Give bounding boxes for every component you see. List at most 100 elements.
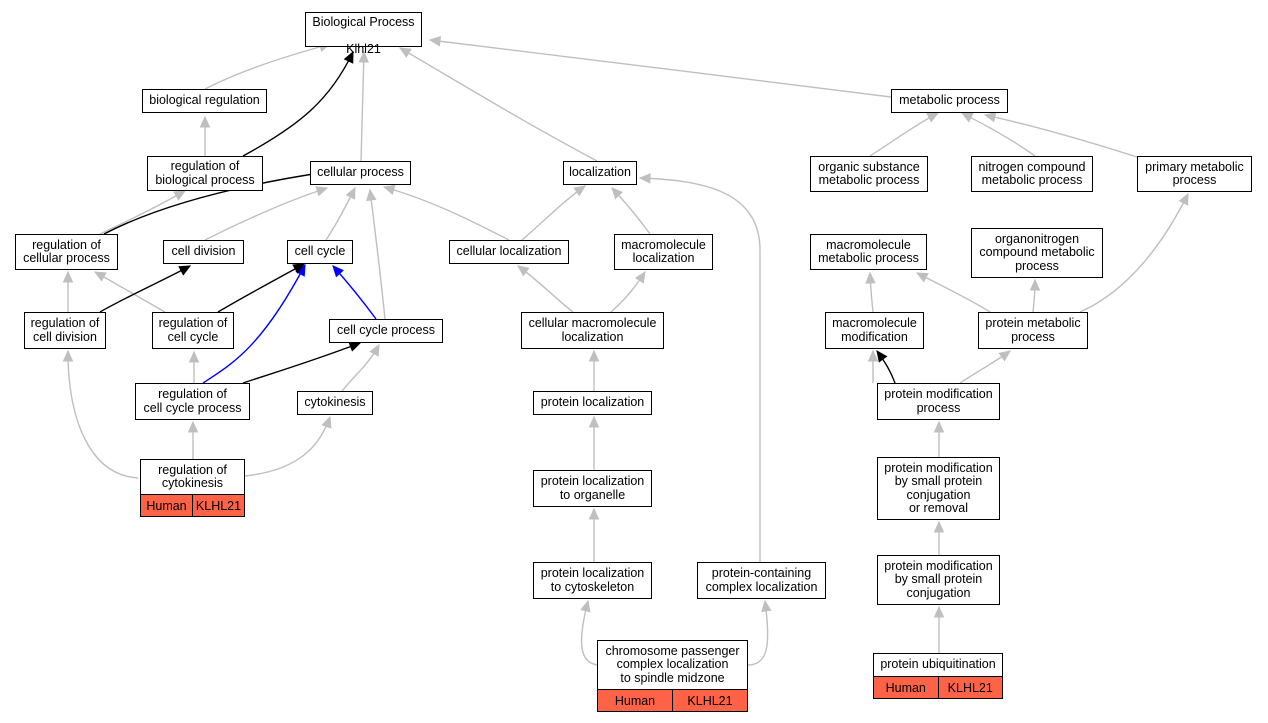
node-protein-localization[interactable]: protein localization	[533, 391, 652, 415]
annotation-chromosome-passenger-complex-localization: Human KLHL21	[597, 690, 748, 712]
node-root-biological-process[interactable]: Biological Process Klhl21	[305, 12, 422, 56]
arrowhead-cell_cycle	[292, 263, 306, 274]
arrowhead-protein_localization_to_cytoskeleton	[933, 605, 945, 618]
edge-cell_cycle_process-to-cellular_process	[369, 189, 386, 320]
node-macromolecule-localization[interactable]: macromolecule localization	[614, 234, 713, 270]
arrowhead-cytokinesis	[876, 350, 888, 363]
edge-nitrogen_compound_metabolic_process-to-metabolic_process	[961, 112, 1036, 157]
arrowhead-nitrogen_compound_metabolic_process	[1029, 278, 1041, 291]
edge-metabolic_process-to-root	[429, 39, 892, 98]
arrowhead-organic_substance_metabolic_process	[915, 272, 929, 283]
node-regulation-of-cellular-process[interactable]: regulation of cellular process	[15, 234, 118, 270]
edge-biological_regulation-to-root	[204, 43, 331, 90]
arrowhead-localization	[573, 185, 586, 197]
arrowhead-regulation_of_cellular_process	[62, 270, 74, 283]
arrowhead-regulation_of_cellular_process	[93, 271, 107, 282]
edge-regulation_of_biological_process-to-root	[242, 51, 354, 157]
edge-regulation_of_cell_cycle-to-regulation_of_cellular_process	[94, 271, 166, 313]
root-line2: Klhl21	[346, 42, 381, 56]
root-line1: Biological Process	[312, 15, 415, 29]
arrowhead-cellular_process	[315, 186, 329, 197]
gene-tag: KLHL21	[937, 677, 1003, 698]
node-cellular-macromolecule-localization[interactable]: cellular macromolecule localization	[521, 312, 664, 349]
arrowhead-cellular_process	[366, 188, 377, 202]
edge-protein_metabolic_process-to-primary_metabolic_process	[1079, 193, 1189, 313]
node-protein-modification-process[interactable]: protein modification process	[877, 383, 1000, 420]
arrowhead-root	[398, 47, 412, 58]
arrowhead-cell_division	[178, 265, 192, 276]
arrowhead-cell_cycle	[332, 265, 344, 278]
node-chromosome-passenger-complex-localization[interactable]: chromosome passenger complex localizatio…	[597, 640, 748, 690]
node-regulation-of-cell-cycle[interactable]: regulation of cell cycle	[152, 312, 234, 349]
arrowhead-localization	[611, 187, 624, 200]
edge-regulation_of_cell_division-to-cell_division	[99, 265, 191, 313]
arrowhead-regulation_of_cell_division	[187, 420, 199, 433]
arrowhead-root	[358, 50, 369, 63]
gene-tag: KLHL21	[192, 495, 244, 516]
node-regulation-of-biological-process[interactable]: regulation of biological process	[147, 156, 263, 191]
node-regulation-of-cell-division[interactable]: regulation of cell division	[24, 312, 106, 349]
species-tag: Human	[885, 680, 926, 695]
arrowhead-macromolecule_metabolic_process	[867, 349, 879, 362]
node-macromolecule-modification[interactable]: macromolecule modification	[825, 312, 924, 349]
node-macromolecule-metabolic-process[interactable]: macromolecule metabolic process	[810, 234, 927, 270]
node-cell-division[interactable]: cell division	[163, 240, 244, 264]
edge-protein_localization_to_cytoskeleton-to-protein_localization_to_organelle	[580, 600, 601, 666]
node-organic-substance-metabolic-process[interactable]: organic substance metabolic process	[810, 156, 928, 192]
node-localization[interactable]: localization	[563, 161, 637, 185]
edge-cell_division-to-cellular_process	[204, 187, 328, 241]
node-metabolic-process[interactable]: metabolic process	[891, 89, 1008, 113]
node-nitrogen-compound-metabolic-process[interactable]: nitrogen compound metabolic process	[971, 156, 1093, 192]
node-cell-cycle-process[interactable]: cell cycle process	[329, 319, 443, 343]
node-protein-localization-to-organelle[interactable]: protein localization to organelle	[533, 470, 652, 507]
node-cellular-process[interactable]: cellular process	[310, 161, 411, 185]
arrowhead-regulation_of_cell_cycle_process	[321, 415, 332, 429]
edge-regulation_of_cellular_process-to-regulation_of_biological_process	[99, 190, 186, 235]
edge-organonitrogen_compound_metabolic_process-to-organic_substance_metabolic_process	[916, 272, 991, 313]
arrowhead-protein_localization	[588, 507, 600, 520]
node-protein-containing-complex-localization[interactable]: protein-containing complex localization	[697, 562, 826, 599]
node-protein-modification-by-small-protein-conjugation-or-removal[interactable]: protein modification by small protein co…	[877, 457, 1000, 520]
arrowhead-cell_cycle_process	[348, 341, 362, 352]
edge-cellular_localization-to-cellular_process	[383, 186, 510, 241]
edge-protein_metabolic_process-to-organonitrogen_compound_metabolic_process	[67, 350, 139, 479]
arrowhead-macromolecule_localization	[634, 270, 646, 284]
edge-localization-to-root	[399, 47, 598, 162]
edge-protein_modification_by_small_protein_conjugation-to-protein_modification_by_small_protein_conjugation_or_removal	[747, 600, 769, 666]
node-regulation-of-cytokinesis[interactable]: regulation of cytokinesis	[140, 459, 245, 495]
edge-regulation_of_cellular_process-to-cellular_process	[103, 171, 327, 235]
arrowhead-protein_localization_to_organelle	[580, 599, 591, 613]
arrowhead-localization	[638, 173, 651, 184]
node-cytokinesis[interactable]: cytokinesis	[297, 391, 373, 415]
node-cellular-localization[interactable]: cellular localization	[449, 240, 569, 264]
edge-cellular_localization-to-localization	[521, 185, 586, 241]
node-protein-localization-to-cytoskeleton[interactable]: protein localization to cytoskeleton	[533, 562, 652, 599]
species-tag: Human	[146, 498, 187, 513]
node-cell-cycle[interactable]: cell cycle	[287, 240, 353, 264]
edge-regulation_of_cytokinesis-to-regulation_of_cell_cycle_process	[244, 416, 331, 477]
edge-regulation_of_cell_cycle_process-to-cell_cycle_process	[242, 342, 361, 384]
edge-cellular_process-to-root	[360, 51, 365, 162]
node-protein-metabolic-process[interactable]: protein metabolic process	[978, 312, 1088, 349]
root-text: Biological Process Klhl21	[312, 3, 414, 57]
arrowhead-cellular_macromolecule_localization	[588, 349, 600, 362]
node-protein-ubiquitination[interactable]: protein ubiquitination	[873, 653, 1003, 677]
arrowhead-root	[428, 35, 442, 47]
node-primary-metabolic-process[interactable]: primary metabolic process	[1137, 156, 1252, 192]
node-regulation-of-cell-cycle-process[interactable]: regulation of cell cycle process	[135, 383, 250, 420]
arrowhead-protein_metabolic_process	[933, 420, 945, 433]
arrowhead-metabolic_process	[926, 112, 940, 123]
edge-organic_substance_metabolic_process-to-metabolic_process	[869, 112, 939, 157]
arrowhead-organic_substance_metabolic_process	[865, 271, 876, 284]
node-biological-regulation[interactable]: biological regulation	[142, 89, 267, 113]
edge-primary_metabolic_process-to-metabolic_process	[984, 114, 1138, 158]
edge-regulation_of_cell_cycle-to-cell_cycle	[217, 263, 305, 313]
arrowhead-organonitrogen_compound_metabolic_process	[62, 349, 74, 362]
node-protein-modification-by-small-protein-conjugation[interactable]: protein modification by small protein co…	[877, 555, 1000, 605]
node-organonitrogen-compound-metabolic-process[interactable]: organonitrogen compound metabolic proces…	[971, 228, 1103, 278]
species-tag: Human	[614, 693, 656, 708]
arrowhead-cellular_process	[345, 186, 356, 200]
arrowhead-macromolecule_modification	[588, 415, 600, 428]
arrowhead-cell_cycle_process	[369, 343, 380, 357]
